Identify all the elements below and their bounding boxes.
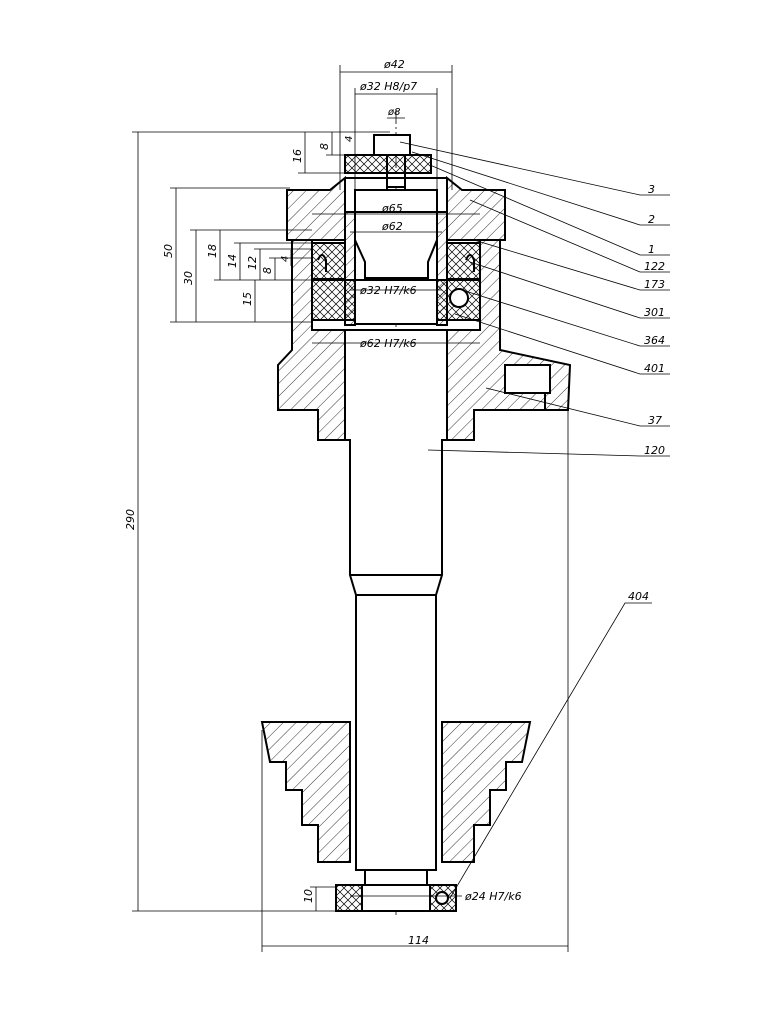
- dim-d65: ø65: [381, 202, 403, 215]
- callout-301: 301: [644, 306, 665, 319]
- bearing: [311, 279, 481, 325]
- dim-d32-h7k6: ø32 H7/k6: [359, 284, 417, 297]
- dim-114: 114: [408, 934, 429, 947]
- top-cover: [286, 175, 506, 241]
- dim-4-top: 4: [344, 136, 355, 142]
- main-shaft: [344, 329, 448, 871]
- seals: [311, 242, 481, 280]
- dim-d62-h7k6: ø62 H7/k6: [359, 337, 417, 350]
- dim-d32-h8p7: ø32 H8/p7: [359, 80, 417, 93]
- callout-2: 2: [648, 213, 655, 226]
- dim-50: 50: [162, 244, 175, 258]
- leader-lines: [399, 141, 670, 899]
- dim-12: 12: [246, 256, 259, 270]
- dim-14: 14: [226, 254, 239, 268]
- dim-d24-h7k6: ø24 H7/k6: [464, 890, 522, 903]
- lower-hub: [260, 721, 532, 863]
- dim-d62-top: ø62: [381, 220, 403, 233]
- dimension-lines: [132, 65, 569, 952]
- callout-37: 37: [648, 414, 662, 427]
- bottom-ring: [335, 869, 457, 912]
- callout-3: 3: [648, 183, 655, 196]
- dim-290: 290: [124, 509, 137, 530]
- dim-8-mid: 8: [261, 267, 274, 274]
- dim-d42: ø42: [383, 58, 405, 71]
- callout-173: 173: [644, 278, 665, 291]
- dim-d8: ø8: [387, 107, 400, 118]
- callout-404: 404: [628, 590, 649, 603]
- top-bolt: [344, 134, 432, 190]
- dim-10: 10: [302, 889, 315, 903]
- dim-16: 16: [291, 149, 304, 163]
- dim-18: 18: [206, 244, 219, 258]
- housing: [277, 239, 572, 441]
- callout-401: 401: [644, 362, 665, 375]
- callout-364: 364: [644, 334, 665, 347]
- callout-1: 1: [648, 243, 655, 256]
- dim-4-mid: 4: [280, 256, 291, 262]
- dim-8-top: 8: [318, 143, 331, 150]
- dimension-texts: ø42 ø32 H8/p7 ø8 ø65 ø62 ø32 H7/k6 ø62 H…: [124, 58, 522, 947]
- callout-labels: 3 2 1 122 173 301 364 401 37 120 404: [628, 183, 665, 603]
- dim-30: 30: [182, 271, 195, 285]
- callout-122: 122: [644, 260, 665, 273]
- callout-120: 120: [644, 444, 665, 457]
- dim-15: 15: [241, 292, 254, 306]
